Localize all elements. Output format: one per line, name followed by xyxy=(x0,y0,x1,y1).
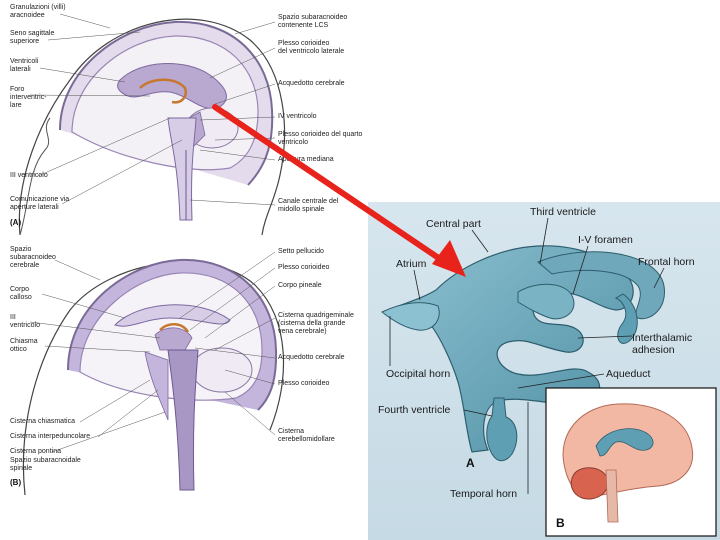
figure-letter-a-top: (A) xyxy=(10,218,22,227)
label-plesso-corioideo-b1: Plesso corioideo xyxy=(278,264,330,271)
label-spazio-subaracnoideo: Spazio subaracnoideo contenente LCS xyxy=(278,14,348,29)
frontal-horn-shape xyxy=(537,251,665,320)
choroid-plexus-b xyxy=(159,323,190,333)
label-acquedotto-a: Acquedotto cerebrale xyxy=(278,80,345,87)
ventricle-diagram-panel: Central part Third ventricle I-V foramen… xyxy=(368,202,720,540)
sagittal-illustrations xyxy=(18,13,286,496)
label-plesso-quarto-ventricolo: Plesso corioideo del quarto ventricolo xyxy=(278,131,363,146)
label-corpo-calloso: Corpo calloso xyxy=(10,286,32,301)
corpus-callosum-b xyxy=(114,304,231,327)
face-outline-a xyxy=(19,117,51,236)
label-iv-foramen: I-V foramen xyxy=(578,234,633,246)
label-corpo-pineale: Corpo pineale xyxy=(278,282,322,289)
label-seno-sagittale: Seno sagittale superiore xyxy=(10,30,55,45)
cerebellum-b xyxy=(191,347,253,393)
label-apertura-mediana: Apertura mediana xyxy=(278,156,334,163)
figure-letter-a: A xyxy=(466,456,475,470)
frontal-horn-tip xyxy=(614,293,638,344)
cisterns-b xyxy=(144,351,169,421)
label-foro-interventricolare: Foro interventric- lare xyxy=(10,86,47,109)
label-occipital-horn: Occipital horn xyxy=(386,368,451,380)
fourth-ventricle-shape xyxy=(486,397,518,462)
sagittal-diagram-panel: Granulazioni (villi) aracnoidee Seno sag… xyxy=(0,0,368,500)
label-central-part: Central part xyxy=(426,218,481,230)
brainstem-b xyxy=(167,349,199,491)
third-ventricle-shape xyxy=(517,283,575,320)
inset-brain-box xyxy=(545,387,717,537)
label-plesso-corioideo-b2: Plesso corioideo xyxy=(278,380,330,387)
label-aqueduct: Aqueduct xyxy=(606,368,651,380)
label-spazio-subaracnoideo-cerebrale: Spazio subaracnoideo cerebrale xyxy=(10,246,56,269)
label-iii-ventricolo: III ventricolo xyxy=(10,172,48,179)
label-cisterna-pontina: Cisterna pontina xyxy=(10,448,61,455)
figure-letter-b: B xyxy=(556,516,565,530)
third-ventricle-b xyxy=(154,327,193,351)
brainstem-a xyxy=(167,117,197,221)
label-comunicazione: Comunicazione via aperture laterali xyxy=(10,196,70,211)
choroid-plexus-a xyxy=(139,78,187,104)
label-iv-ventricolo: IV ventricolo xyxy=(278,113,317,120)
label-acquedotto-b: Acquedotto cerebrale xyxy=(278,354,345,361)
label-frontal-horn: Frontal horn xyxy=(638,256,695,268)
inset-cerebellum xyxy=(570,467,609,500)
label-cisterna-quadrigeminale: Cisterna quadrigeminale (cisterna della … xyxy=(278,312,354,335)
occipital-horn-shape xyxy=(381,302,440,331)
label-fourth-ventricle: Fourth ventricle xyxy=(378,404,451,416)
label-temporal-horn: Temporal horn xyxy=(450,488,518,500)
inset-ventricles xyxy=(595,428,654,457)
label-setto-pellucido: Setto pellucido xyxy=(278,248,324,255)
label-interthalamic-adhesion: Interthalamic adhesion xyxy=(632,332,693,356)
label-third-ventricle: Third ventricle xyxy=(530,206,596,218)
label-chiasma-ottico: Chiasma ottico xyxy=(10,338,38,353)
label-spazio-spinale: Spazio subaracnoidale spinale xyxy=(10,457,81,472)
inset-brainstem xyxy=(605,469,619,523)
head-diagram-b xyxy=(22,258,285,496)
label-plesso-ventricolo-laterale: Plesso corioideo del ventricolo laterale xyxy=(278,40,345,55)
label-ventricoli-laterali: Ventricoli laterali xyxy=(10,58,39,73)
label-cisterna-chiasmatica: Cisterna chiasmatica xyxy=(10,418,75,425)
label-atrium: Atrium xyxy=(396,258,427,270)
label-granulazioni: Granulazioni (villi) aracnoidee xyxy=(10,4,66,19)
label-cisterna-interpeduncolare: Cisterna interpeduncolare xyxy=(10,433,91,440)
label-cisterna-cerebellomidollare: Cisterna cerebellomidollare xyxy=(278,428,335,443)
figure-letter-b-bottom: (B) xyxy=(10,478,22,487)
label-iii-ventricolo-b: III ventricolo xyxy=(10,314,40,329)
label-canale-centrale: Canale centrale del midollo spinale xyxy=(278,198,339,213)
